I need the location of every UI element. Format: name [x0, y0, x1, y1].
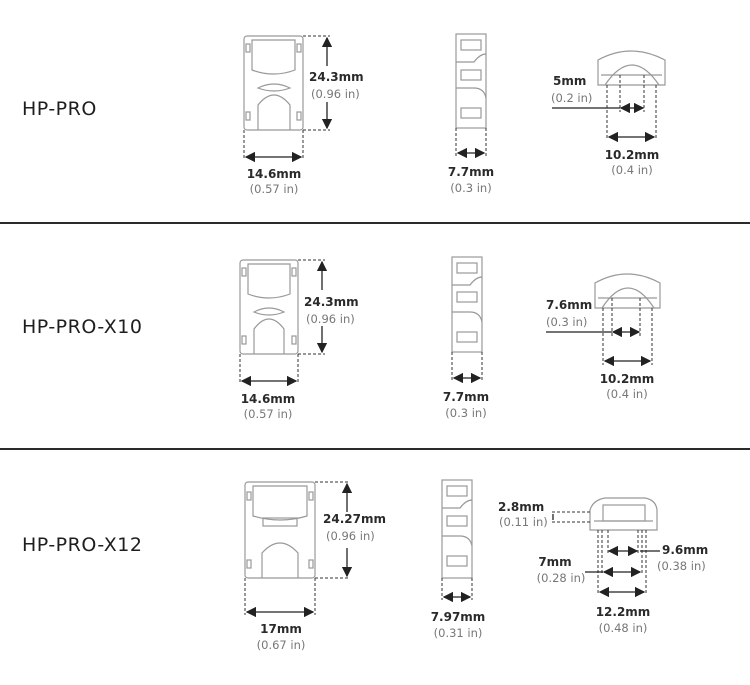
model-label-hp-pro-x10: HP-PRO-X10 [22, 316, 143, 338]
side-depth-in: (0.3 in) [445, 406, 487, 420]
end-outer-mm: 12.2mm [595, 605, 651, 619]
side-view-hp-pro-x10 [451, 256, 483, 353]
side-view-hp-pro [455, 33, 487, 129]
end-outer-mm: 10.2mm [604, 148, 660, 162]
end-lip-in: (0.11 in) [499, 515, 548, 529]
end-inner-in: (0.2 in) [551, 91, 593, 105]
front-view-hp-pro-x10 [239, 259, 299, 355]
front-width-mm: 14.6mm [240, 392, 296, 406]
front-height-in: (0.96 in) [326, 529, 375, 543]
row-divider [0, 448, 750, 450]
end-inner-mm: 5mm [553, 74, 587, 88]
end-inner-mm: 7mm [538, 555, 572, 569]
front-height-mm: 24.3mm [309, 70, 364, 84]
end-outer-in: (0.48 in) [598, 621, 648, 635]
front-width-in: (0.67 in) [256, 638, 306, 652]
end-inner-in: (0.28 in) [536, 571, 586, 585]
front-view-hp-pro-x12 [244, 481, 316, 579]
end-outer-in: (0.4 in) [611, 163, 653, 177]
front-width-in: (0.57 in) [243, 407, 293, 421]
end-view-hp-pro-x12 [589, 497, 658, 531]
end-mid-mm: 9.6mm [662, 543, 709, 557]
side-depth-in: (0.31 in) [433, 626, 483, 640]
front-width-in: (0.57 in) [249, 182, 299, 196]
side-view-hp-pro-x12 [441, 479, 473, 579]
side-depth-mm: 7.7mm [447, 165, 495, 179]
end-lip-mm: 2.8mm [498, 500, 545, 514]
side-depth-in: (0.3 in) [450, 181, 492, 195]
end-outer-mm: 10.2mm [599, 372, 655, 386]
front-width-mm: 14.6mm [246, 167, 302, 181]
side-depth-mm: 7.97mm [430, 610, 486, 624]
front-height-in: (0.96 in) [311, 87, 360, 101]
model-label-hp-pro-x12: HP-PRO-X12 [22, 534, 143, 556]
end-view-hp-pro-x10 [594, 273, 661, 309]
row-divider [0, 222, 750, 224]
front-height-mm: 24.3mm [304, 295, 359, 309]
end-mid-in: (0.38 in) [657, 559, 706, 573]
front-height-mm: 24.27mm [323, 512, 386, 526]
side-depth-mm: 7.7mm [442, 390, 490, 404]
front-width-mm: 17mm [260, 622, 302, 636]
front-height-in: (0.96 in) [306, 312, 355, 326]
end-inner-mm: 7.6mm [546, 298, 593, 312]
end-outer-in: (0.4 in) [606, 387, 648, 401]
front-view-hp-pro [243, 35, 304, 131]
end-inner-in: (0.3 in) [546, 315, 588, 329]
end-view-hp-pro [597, 50, 666, 86]
model-label-hp-pro: HP-PRO [22, 98, 97, 120]
